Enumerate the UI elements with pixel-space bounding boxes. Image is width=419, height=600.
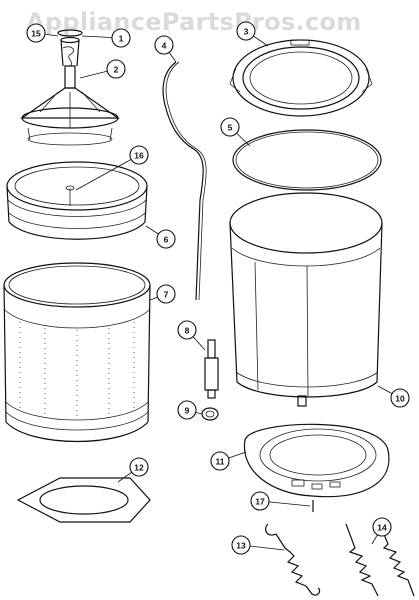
- callout-11: 11: [210, 451, 247, 471]
- suspension-spring: [264, 523, 321, 596]
- callout-circle-3: [236, 21, 256, 41]
- callout-circle-7: [156, 284, 176, 304]
- callout-14: 14: [371, 517, 392, 545]
- callout-circle-16: [129, 145, 149, 165]
- callout-3: 3: [236, 21, 269, 47]
- callout-label-17: 17: [255, 497, 265, 507]
- callout-circle-17: [250, 491, 270, 511]
- callout-label-4: 4: [162, 41, 167, 51]
- callout-1: 1: [81, 28, 131, 48]
- callout-15: 15: [26, 23, 59, 43]
- callout-label-3: 3: [244, 27, 249, 37]
- callout-label-11: 11: [216, 457, 225, 467]
- fill-hose: [162, 61, 204, 301]
- callout-label-2: 2: [114, 65, 119, 75]
- callout-5: 5: [220, 117, 251, 147]
- callout-8: 8: [177, 320, 206, 351]
- callout-label-6: 6: [164, 235, 169, 245]
- callout-circle-6: [156, 229, 176, 249]
- outer-tub: [229, 192, 383, 407]
- callout-label-9: 9: [185, 406, 190, 416]
- callout-4: 4: [154, 35, 177, 63]
- callout-9: 9: [177, 400, 203, 420]
- callout-circle-2: [106, 59, 126, 79]
- callout-label-12: 12: [134, 463, 144, 473]
- callout-circle-15: [26, 23, 46, 43]
- tub-ring: [229, 39, 373, 117]
- callout-circle-12: [129, 457, 149, 477]
- callout-label-15: 15: [31, 29, 41, 39]
- callout-12: 12: [117, 457, 149, 483]
- callout-circle-4: [154, 35, 174, 55]
- tub-seal: [232, 129, 382, 191]
- callout-circle-10: [390, 388, 410, 408]
- callout-10: 10: [377, 385, 410, 408]
- callout-16: 16: [75, 145, 149, 191]
- callout-circle-9: [177, 400, 197, 420]
- callout-circle-5: [220, 117, 240, 137]
- callout-circle-1: [111, 28, 131, 48]
- callout-6: 6: [145, 225, 176, 249]
- callout-label-7: 7: [164, 290, 169, 300]
- grommet: [201, 407, 219, 421]
- callout-circle-11: [210, 451, 230, 471]
- callout-label-13: 13: [236, 541, 246, 551]
- leader-line-16: [75, 154, 140, 191]
- callout-label-10: 10: [395, 394, 405, 404]
- callout-13: 13: [231, 535, 285, 555]
- callout-label-14: 14: [377, 523, 387, 533]
- basket-gasket: [16, 477, 151, 523]
- callout-7: 7: [149, 284, 176, 304]
- callout-2: 2: [79, 59, 126, 79]
- callout-17: 17: [250, 491, 311, 511]
- callout-circle-8: [177, 320, 197, 340]
- callout-circle-14: [372, 517, 392, 537]
- suspension-springs-pair: [345, 519, 415, 597]
- watermark: AppliancePartsPros.com: [26, 8, 362, 36]
- damper: [204, 339, 219, 399]
- tub-base: [243, 423, 390, 498]
- callout-label-8: 8: [185, 326, 190, 336]
- callout-label-16: 16: [134, 151, 144, 161]
- callout-circle-13: [231, 535, 251, 555]
- spin-basket: [3, 262, 151, 442]
- callout-label-1: 1: [119, 34, 124, 44]
- agitator: [20, 29, 120, 146]
- balance-ring: [6, 161, 148, 240]
- callout-label-5: 5: [228, 123, 233, 133]
